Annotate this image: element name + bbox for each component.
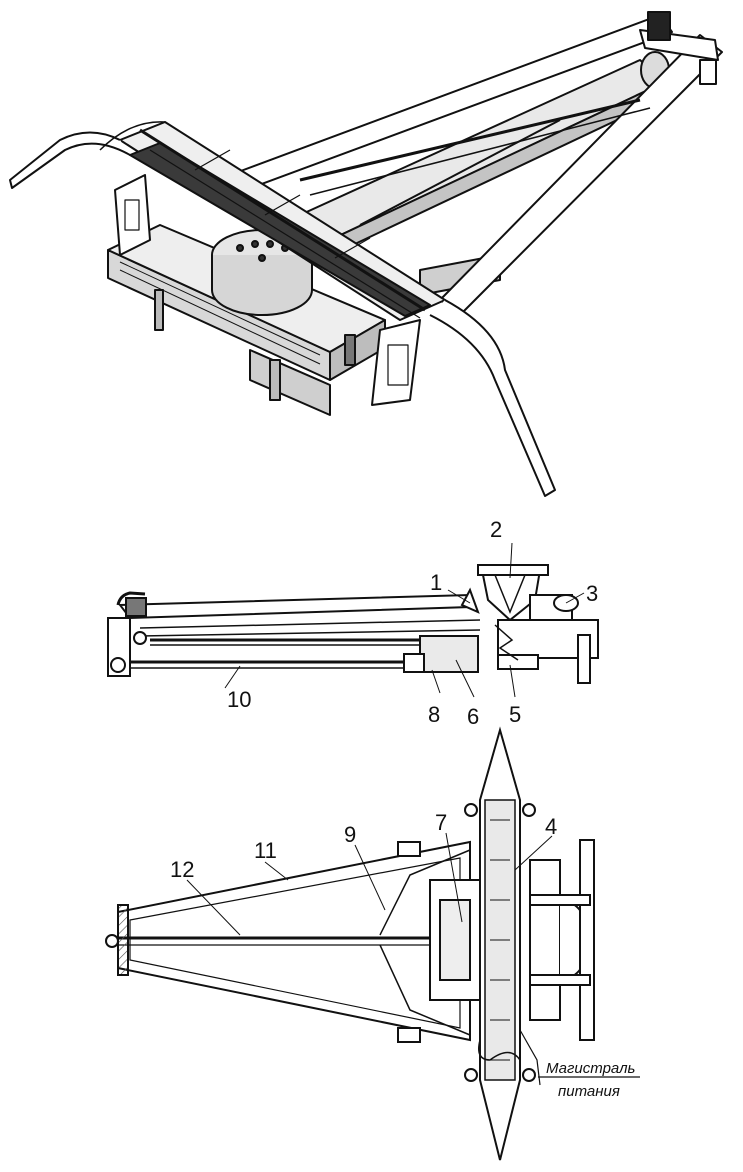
callout-1: 1 bbox=[430, 570, 442, 595]
callout-10: 10 bbox=[227, 687, 251, 712]
callout-8: 8 bbox=[428, 702, 440, 727]
callout-5: 5 bbox=[509, 702, 521, 727]
side-view bbox=[107, 542, 599, 698]
callout-7: 7 bbox=[435, 810, 447, 835]
supply-caption-line1: Магистраль bbox=[546, 1060, 636, 1077]
callout-11: 11 bbox=[254, 838, 277, 863]
callout-3: 3 bbox=[586, 581, 598, 606]
callout-4: 4 bbox=[545, 814, 557, 839]
plan-view bbox=[105, 726, 640, 1161]
supply-line-caption: Магистраль питания bbox=[546, 1060, 636, 1100]
callout-12: 12 bbox=[170, 857, 194, 882]
callout-labels: 1 2 3 4 5 6 7 8 9 10 11 12 bbox=[170, 517, 598, 882]
side-brackets bbox=[114, 174, 421, 406]
callout-9: 9 bbox=[344, 822, 356, 847]
perspective-view bbox=[9, 11, 723, 497]
supply-caption-line2: питания bbox=[558, 1083, 620, 1100]
callout-6: 6 bbox=[467, 704, 479, 729]
frame-arms bbox=[229, 11, 723, 316]
callout-2: 2 bbox=[490, 517, 502, 542]
collector-horns bbox=[9, 121, 556, 497]
